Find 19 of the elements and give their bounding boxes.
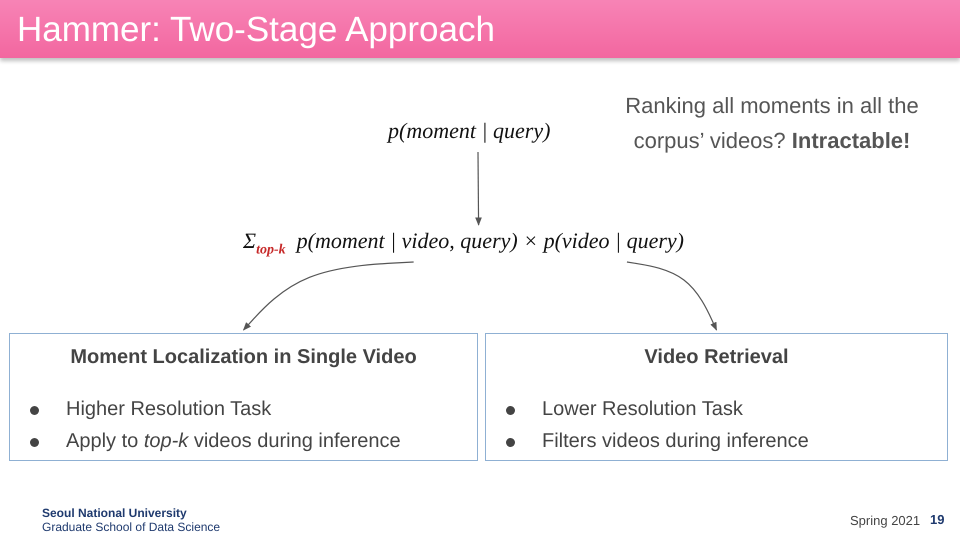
- slide-title: Hammer: Two-Stage Approach: [17, 10, 495, 50]
- arrow: [626, 261, 718, 331]
- arrow: [475, 152, 482, 226]
- footer-institution: Seoul National University: [42, 507, 187, 520]
- arrow: [242, 261, 414, 331]
- box-heading: Moment Localization in Single Video: [69, 346, 418, 369]
- note: Ranking all moments in all the corpus’ videos? Intractable!: [624, 92, 920, 156]
- task-box: [9, 333, 478, 461]
- box-heading: Video Retrieval: [643, 346, 790, 369]
- bullet-text: Higher Resolution Task: [66, 398, 272, 421]
- bullet-text: Apply to top-k videos during inference: [66, 430, 401, 453]
- page-number: 19: [930, 513, 944, 528]
- footer-school: Graduate School of Data Science: [42, 521, 220, 534]
- bullet-text: Filters videos during inference: [542, 430, 809, 453]
- bullet-text: Lower Resolution Task: [542, 398, 743, 421]
- formula: p(moment | query): [388, 118, 568, 150]
- footer-date: Spring 2021: [850, 514, 920, 528]
- task-box: [485, 333, 948, 461]
- formula: Σ$_{top-k}$ p(moment | video, query) × p(video | query): [243, 228, 717, 260]
